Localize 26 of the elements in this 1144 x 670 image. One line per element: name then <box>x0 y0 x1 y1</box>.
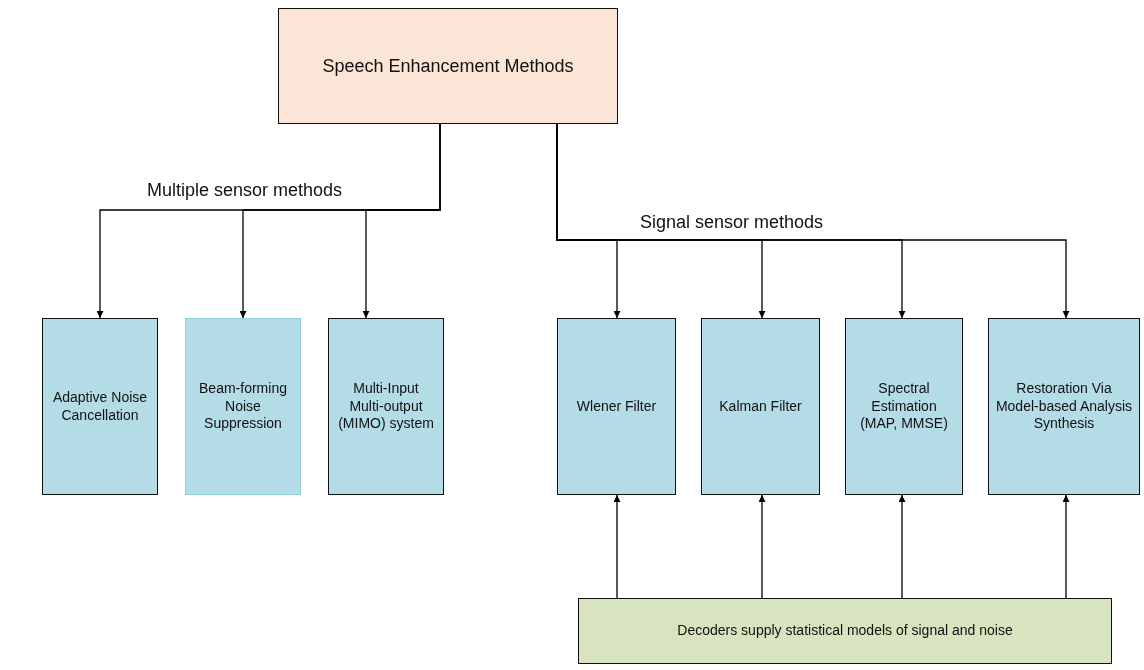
box-label: Kalman Filter <box>719 397 802 416</box>
category-label: Signal sensor methods <box>640 212 824 233</box>
arrow <box>758 494 766 599</box>
method-box <box>185 318 301 495</box>
box-label: Spectral Estimation (MAP, MMSE) <box>859 380 949 433</box>
method-box <box>42 318 158 495</box>
method-box <box>701 318 820 495</box>
box-label: Multi-Input Multi-output (MIMO) system <box>337 380 435 433</box>
method-box <box>988 318 1140 495</box>
arrow <box>898 494 906 599</box>
box-label: Adaptive Noise Cancellation <box>51 389 149 424</box>
method-box <box>845 318 963 495</box>
category-label: Multiple sensor methods <box>147 180 343 201</box>
box-label: Wlener Filter <box>576 397 657 416</box>
box-label: Speech Enhancement Methods <box>322 54 574 78</box>
method-box <box>328 318 444 495</box>
method-box <box>557 318 676 495</box>
arrow <box>362 123 441 319</box>
arrow <box>1062 494 1070 599</box>
arrow <box>556 123 1070 319</box>
root-box <box>278 8 618 124</box>
arrow <box>613 494 621 599</box>
box-label: Beam-forming Noise Suppression <box>198 380 288 433</box>
box-label: Decoders supply statistical models of signal and noise <box>677 622 1013 640</box>
box-label: Restoration Via Model-based Analysis Synthesis <box>995 380 1133 433</box>
source-box <box>578 598 1112 664</box>
